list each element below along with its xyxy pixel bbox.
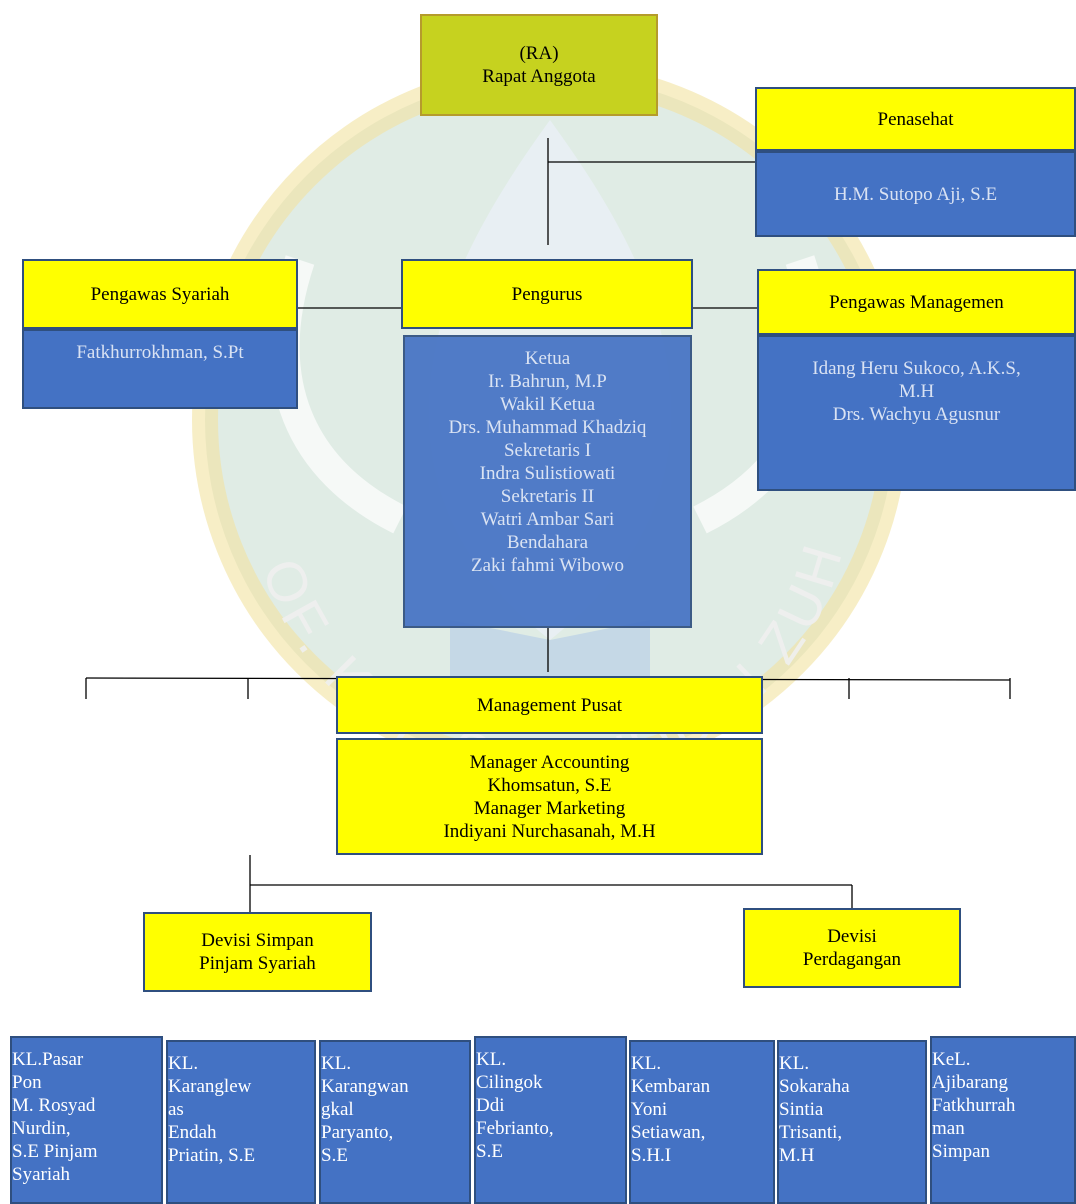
management-pusat-title-box: Management Pusat <box>336 676 763 734</box>
rapat-anggota-title: Rapat Anggota <box>482 66 596 87</box>
pengawas-syariah-name-box: Fatkhurrokhman, S.Pt <box>22 329 298 409</box>
pengurus-members-box: Ketua Ir. Bahrun, M.P Wakil Ketua Drs. M… <box>403 335 692 628</box>
branch-box-pasar-pon: KL.Pasar Pon M. Rosyad Nurdin, S.E Pinja… <box>10 1036 163 1204</box>
pengurus-line: Ir. Bahrun, M.P <box>488 371 607 392</box>
pengawas-managemen-line: Drs. Wachyu Agusnur <box>832 404 1001 425</box>
management-line: Khomsatun, S.E <box>487 774 612 796</box>
pengawas-managemen-line: M.H <box>898 381 935 402</box>
rapat-anggota-box: (RA) Rapat Anggota <box>420 14 658 116</box>
pengurus-line: Sekretaris II <box>500 486 595 507</box>
pengurus-line: Ketua <box>524 348 571 369</box>
pengurus-line: Watri Ambar Sari <box>480 509 615 530</box>
penasehat-title-box: Penasehat <box>755 87 1076 151</box>
pengurus-line: Indra Sulistiowati <box>479 463 616 484</box>
pengurus-title-box: Pengurus <box>401 259 693 329</box>
pengurus-line: Wakil Ketua <box>499 394 596 415</box>
management-line: Indiyani Nurchasanah, M.H <box>443 820 656 842</box>
branch-box-karangwangkal: KL. Karangwan gkal Paryanto, S.E <box>319 1040 471 1204</box>
branch-box-ajibarang: KeL. Ajibarang Fatkhurrah man Simpan <box>930 1036 1076 1204</box>
pengawas-managemen-line: Idang Heru Sukoco, A.K.S, <box>812 358 1021 379</box>
pengurus-line: Sekretaris I <box>503 440 592 461</box>
management-line: Manager Marketing <box>473 797 626 819</box>
branch-box-cilingok: KL. Cilingok Ddi Febrianto, S.E <box>474 1036 627 1204</box>
pengawas-managemen-title-box: Pengawas Managemen <box>757 269 1076 335</box>
branch-box-kembaran: KL. Kembaran Yoni Setiawan, S.H.I <box>629 1040 775 1204</box>
devisi-simpan-pinjam-box: Devisi Simpan Pinjam Syariah <box>143 912 372 992</box>
rapat-anggota-abbrev: (RA) <box>519 43 559 64</box>
branch-box-karanglewas: KL. Karanglew as Endah Priatin, S.E <box>166 1040 316 1204</box>
pengurus-line: Bendahara <box>506 532 589 553</box>
pengurus-line: Zaki fahmi Wibowo <box>471 555 624 576</box>
devisi-perdagangan-box: Devisi Perdagangan <box>743 908 961 988</box>
pengawas-syariah-title-box: Pengawas Syariah <box>22 259 298 329</box>
pengawas-managemen-names-box: Idang Heru Sukoco, A.K.S, M.H Drs. Wachy… <box>757 335 1076 491</box>
penasehat-name-box: H.M. Sutopo Aji, S.E <box>755 151 1076 237</box>
pengurus-line: Drs. Muhammad Khadziq <box>448 417 647 438</box>
management-line: Manager Accounting <box>469 751 630 773</box>
management-pusat-names-box: Manager Accounting Khomsatun, S.E Manage… <box>336 738 763 855</box>
branch-box-sokaraha: KL. Sokaraha Sintia Trisanti, M.H <box>777 1040 927 1204</box>
